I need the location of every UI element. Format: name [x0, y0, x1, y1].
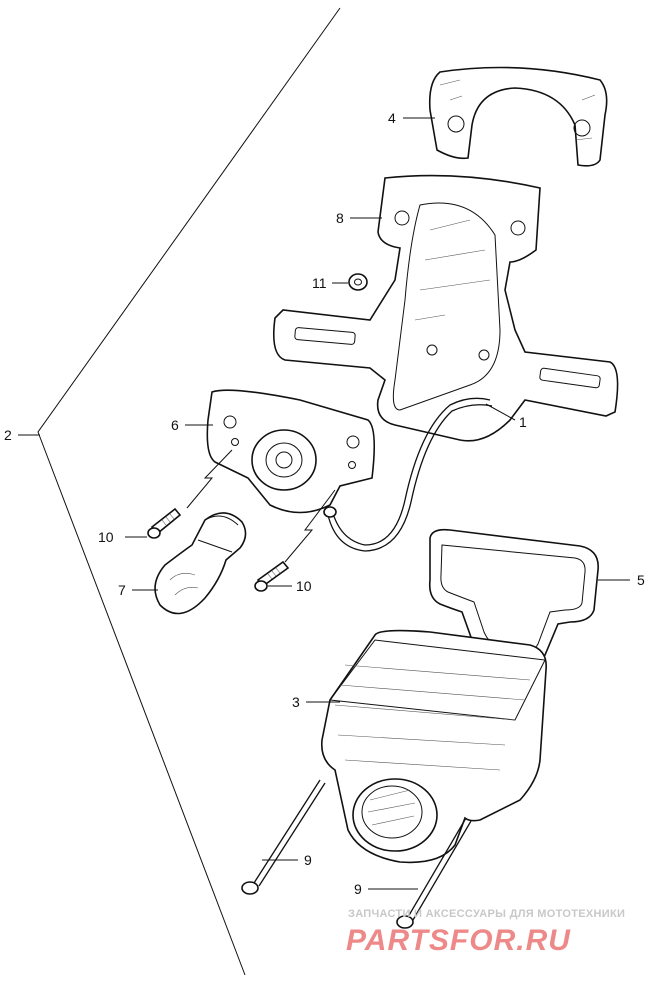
callout-10-lower: 10 — [296, 578, 312, 594]
part-9-bolt-right — [396, 817, 472, 929]
leader-lines — [18, 117, 630, 890]
callout-9-left: 9 — [304, 852, 312, 868]
part-10-screw-upper — [147, 507, 182, 539]
part-7-bulb — [154, 512, 247, 615]
callout-5: 5 — [637, 572, 645, 588]
part-6-socket-plate — [206, 389, 493, 552]
callout-6: 6 — [171, 417, 179, 433]
callout-8: 8 — [336, 210, 344, 226]
callout-10-upper: 10 — [98, 529, 114, 545]
part-4-top-cover — [428, 66, 608, 167]
part-3-lens-housing — [320, 629, 547, 864]
callout-2: 2 — [4, 427, 12, 443]
callout-4: 4 — [388, 110, 396, 126]
callout-labels: 1 2 3 4 5 6 7 8 9 9 10 10 11 — [4, 110, 645, 897]
callout-7: 7 — [118, 582, 126, 598]
callout-1: 1 — [519, 414, 527, 430]
part-10-screw-lower — [254, 560, 290, 592]
watermark-brand: PARTSFOR.RU — [346, 924, 571, 957]
watermark: ЗАПЧАСТИ И АКСЕССУАРЫ ДЛЯ МОТОТЕХНИКИ PA… — [346, 908, 625, 957]
callout-11: 11 — [312, 275, 327, 291]
callout-3: 3 — [292, 694, 300, 710]
callout-9-right: 9 — [354, 881, 362, 897]
assembly-bracket-line — [37, 7, 341, 976]
watermark-tagline: ЗАПЧАСТИ И АКСЕССУАРЫ ДЛЯ МОТОТЕХНИКИ — [348, 908, 625, 920]
part-8-holder — [272, 174, 619, 442]
assembly-hint-lines — [186, 449, 336, 563]
part-11-grommet — [348, 273, 368, 291]
part-9-bolt-left — [241, 779, 326, 895]
